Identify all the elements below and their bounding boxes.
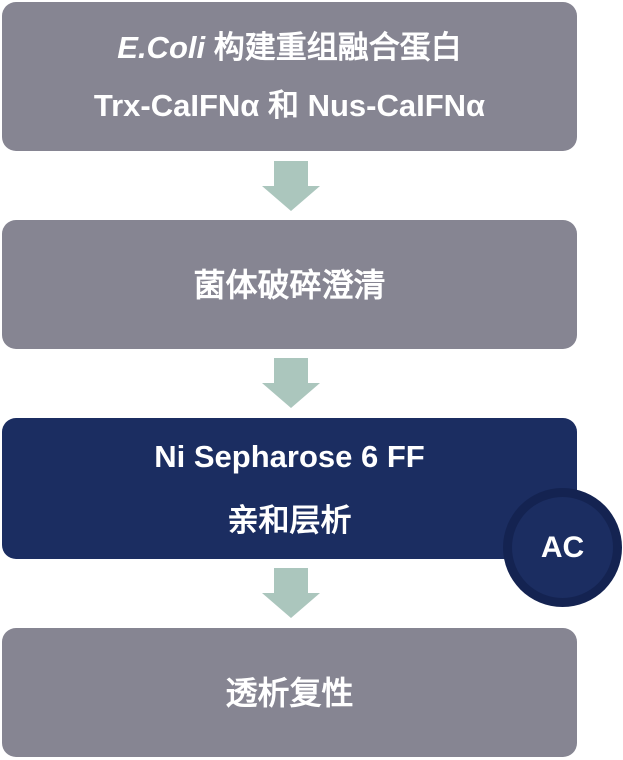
down-arrow-icon	[262, 568, 320, 618]
arrow-shape	[262, 358, 320, 408]
step-expression-line-2: Trx-CaIFNα 和 Nus-CaIFNα	[93, 87, 486, 123]
step-dialysis-refolding: 透析复性	[2, 628, 577, 757]
step-affinity-resin: Ni Sepharose 6 FF	[154, 438, 425, 474]
step-affinity-chromatography: Ni Sepharose 6 FF 亲和层析	[2, 418, 577, 559]
step-lysis-clarification: 菌体破碎澄清	[2, 220, 577, 349]
ac-badge: AC	[503, 488, 622, 607]
step-lysis-label: 菌体破碎澄清	[193, 266, 386, 303]
ac-badge-label: AC	[512, 497, 613, 598]
arrow-shape	[262, 568, 320, 618]
arrow-shape	[262, 161, 320, 211]
step-expression-line-1: E.Coli 构建重组融合蛋白	[117, 19, 461, 77]
down-arrow-icon	[262, 358, 320, 408]
step-affinity-label: 亲和层析	[227, 502, 352, 538]
step-expression: E.Coli 构建重组融合蛋白 Trx-CaIFNα 和 Nus-CaIFNα	[2, 2, 577, 151]
organism-name: E.Coli	[117, 29, 206, 65]
step-dialysis-label: 透析复性	[225, 674, 354, 711]
down-arrow-icon	[262, 161, 320, 211]
step-expression-title: 构建重组融合蛋白	[205, 29, 462, 65]
